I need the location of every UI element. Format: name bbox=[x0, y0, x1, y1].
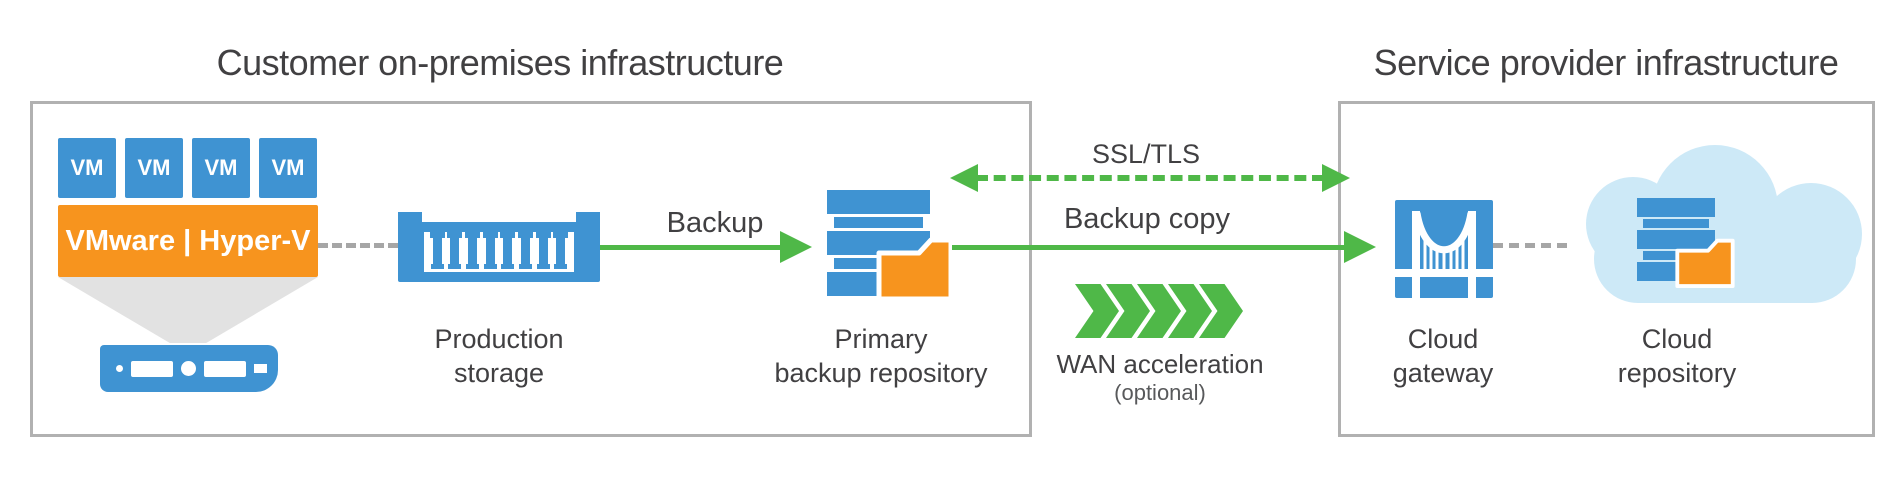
server-drive-bay bbox=[131, 360, 173, 377]
label-line: Primary bbox=[834, 324, 928, 354]
disk-slat bbox=[482, 232, 498, 269]
repo-bar bbox=[1643, 219, 1709, 228]
label-line: Production bbox=[434, 324, 564, 354]
provider-infrastructure-title: Service provider infrastructure bbox=[1373, 42, 1839, 83]
label-line: gateway bbox=[1392, 358, 1494, 388]
server-led bbox=[116, 365, 123, 372]
backup-copy-label: Backup copy bbox=[1063, 203, 1231, 235]
backup-copy-arrowhead-icon bbox=[1344, 231, 1376, 263]
wan-acceleration-label: WAN acceleration bbox=[1056, 349, 1264, 379]
host-server-icon bbox=[100, 345, 278, 392]
hypervisor-box: VMware | Hyper-V bbox=[58, 205, 318, 277]
wan-acceleration-chevrons-icon bbox=[1075, 284, 1255, 338]
storage-disk-slots bbox=[424, 232, 574, 272]
server-button bbox=[181, 361, 196, 376]
vm-icon: VM bbox=[192, 138, 250, 198]
vm-icon: VM bbox=[259, 138, 317, 198]
vm-icon: VM bbox=[125, 138, 183, 198]
dashed-connector bbox=[318, 243, 398, 248]
cloud-gateway-label: Cloud gateway bbox=[1293, 322, 1593, 390]
disk-slat bbox=[464, 232, 480, 269]
disk-slat bbox=[553, 232, 569, 269]
disk-slat bbox=[429, 232, 445, 269]
repo-bar bbox=[827, 190, 930, 214]
repo-bar bbox=[1637, 230, 1715, 249]
backup-folder-icon bbox=[876, 237, 954, 302]
vm-icon: VM bbox=[58, 138, 116, 198]
dashed-connector bbox=[1493, 243, 1567, 248]
cloud-folder-icon bbox=[1675, 238, 1735, 288]
label-line: backup repository bbox=[774, 358, 988, 388]
label-line: repository bbox=[1617, 358, 1737, 388]
ssl-tls-arrow-line bbox=[976, 175, 1324, 181]
cloud-repository-label: Cloud repository bbox=[1527, 322, 1827, 390]
primary-repository-label: Primary backup repository bbox=[731, 322, 1031, 390]
ssl-tls-arrowhead-left-icon bbox=[950, 164, 978, 192]
disk-slat bbox=[447, 232, 463, 269]
repo-bar bbox=[1637, 198, 1715, 217]
storage-body bbox=[398, 222, 600, 282]
backup-arrow-label: Backup bbox=[666, 207, 764, 239]
disk-slat bbox=[500, 232, 516, 269]
repo-bar bbox=[834, 217, 923, 228]
disk-slat bbox=[535, 232, 551, 269]
production-storage-icon bbox=[398, 212, 600, 282]
cloud-gateway-bridge-icon bbox=[1395, 200, 1493, 298]
label-line: storage bbox=[453, 358, 545, 388]
backup-copy-arrow-line bbox=[952, 245, 1346, 250]
vm-group: VM VM VM VM bbox=[58, 138, 317, 198]
customer-infrastructure-title: Customer on-premises infrastructure bbox=[216, 42, 784, 83]
disk-slat bbox=[517, 232, 533, 269]
production-storage-label: Production storage bbox=[349, 322, 649, 390]
ssl-tls-label: SSL/TLS bbox=[1091, 139, 1201, 169]
server-port bbox=[254, 364, 267, 373]
backup-arrow-line bbox=[600, 245, 782, 250]
label-line: Cloud bbox=[1407, 324, 1479, 354]
backup-arrowhead-icon bbox=[780, 231, 812, 263]
ssl-tls-arrowhead-right-icon bbox=[1322, 164, 1350, 192]
label-line: Cloud bbox=[1641, 324, 1713, 354]
wan-optional-label: (optional) bbox=[1114, 380, 1206, 405]
server-drive-bay bbox=[204, 360, 246, 377]
